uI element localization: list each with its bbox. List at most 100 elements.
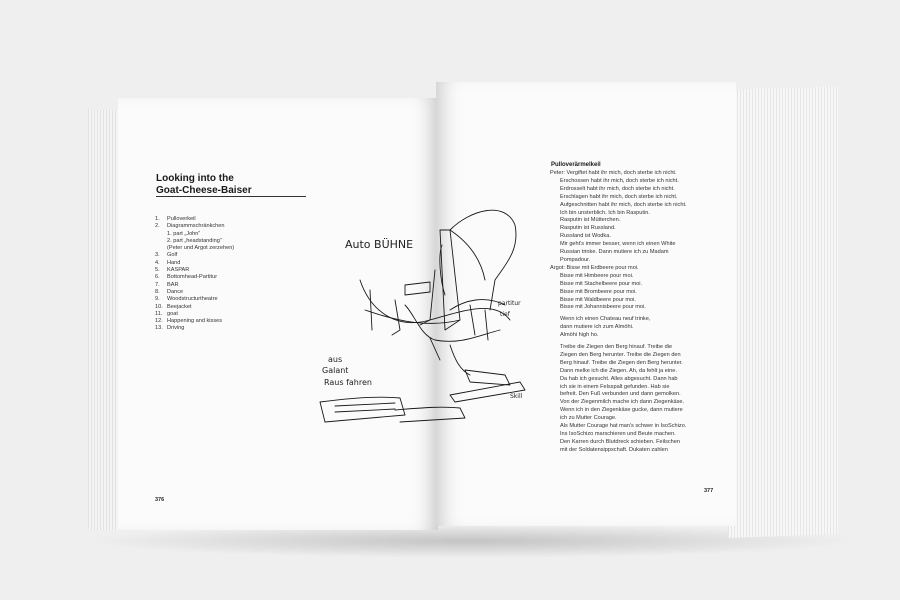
chapter-title-line2: Goat-Cheese-Baiser: [156, 185, 252, 196]
toc-item: 5. KASPAR: [155, 267, 315, 274]
text-line: Russland ist Wodka.: [560, 233, 611, 240]
toc-item-label: KASPAR: [167, 267, 190, 274]
chapter-title: Looking into the Goat-Cheese-Baiser: [156, 173, 306, 197]
pen-sketch-illustration: Auto BÜHNE aus Galant Raus fahren partit…: [319, 209, 526, 423]
toc-item-number: 5.: [155, 267, 160, 274]
toc-item-number: 3.: [155, 252, 160, 259]
toc-item-label: Hand: [167, 259, 181, 266]
text-line: Wenn ich einen Chateau neuf trinke,: [560, 316, 651, 323]
toc-item: 7. BAR: [155, 282, 315, 289]
text-line: Argot: Bisse mit Erdbeere pour moi.: [550, 264, 639, 271]
toc-item-label: Woodstructurtheatre: [167, 296, 218, 303]
sketch-label-left-3: Raus fahren: [324, 378, 372, 387]
text-line: Wenn ich in den Ziegenkäse gucke, dann m…: [560, 407, 683, 414]
toc-item-number: 10.: [155, 303, 163, 310]
toc-item-label: Pulloverkeil: [167, 216, 196, 222]
toc-item-number: 9.: [155, 296, 160, 303]
toc-item: 11. goat: [155, 311, 315, 318]
text-line: Treibe die Ziegen den Berg hinauf. Treib…: [560, 344, 673, 351]
toc-item-number: 4.: [155, 259, 160, 266]
toc-item-label: 1. part „John“: [167, 230, 201, 237]
toc-item-label: Bottomhead-Partitur: [167, 274, 218, 281]
right-page: [436, 82, 736, 526]
toc-item-label: goat: [167, 310, 178, 317]
text-line: Von der Ziegenmilch mache ich dann Ziege…: [560, 399, 685, 406]
text-line: Aufgeschnitten habt ihr mich, doch sterb…: [560, 201, 687, 208]
text-line: Den Karren durch Blutdreck schieben. Fei…: [560, 438, 681, 445]
text-line: ich zu Mutter Courage.: [560, 415, 617, 422]
toc-item-number: 7.: [155, 281, 160, 288]
toc-item-label: Driving: [167, 325, 185, 332]
toc-item-number: 8.: [155, 288, 160, 295]
text-line: Erdrosselt habt ihr mich, doch sterbe ic…: [560, 185, 675, 192]
text-line: Rasputin ist Mütterchen.: [560, 217, 621, 224]
text-line: mit der Soldatensippschaft. Dukaten zahl…: [560, 446, 668, 453]
toc-item-number: 11.: [155, 310, 163, 317]
toc-item: 6. Bottomhead-Partitur: [155, 274, 315, 281]
title-rule: [156, 196, 306, 197]
toc-item-number: 1.: [155, 216, 160, 222]
toc-item-label: Diagrammschränkchen: [167, 223, 225, 230]
text-line: Bisse mit Johannisbeere pour moi.: [560, 304, 646, 311]
body-text: Peter: Vergiftet habt ihr mich, doch ste…: [550, 170, 720, 455]
page-number-left: 376: [155, 497, 165, 503]
toc-item: 1. Pulloverkeil: [155, 216, 315, 223]
toc-item: 13. Driving: [155, 325, 315, 332]
toc-item: (Peter und Argot zerzehen): [155, 245, 315, 252]
text-line: Bisse mit Himbeere pour moi.: [560, 272, 634, 279]
text-line: Erschossen habt ihr mich, doch sterbe ic…: [560, 177, 679, 184]
sketch-label-left-2: Galant: [322, 366, 348, 375]
toc-item-label: Happening and kisses: [167, 318, 223, 325]
toc-item: 12. Happening and kisses: [155, 318, 315, 325]
page-number-right: 377: [704, 488, 714, 494]
toc-item: 9. Woodstructurtheatre: [155, 296, 315, 303]
toc-item: 10. Beejacket: [155, 304, 315, 311]
text-line: Peter: Vergiftet habt ihr mich, doch ste…: [550, 170, 677, 176]
toc-item-label: BAR: [167, 281, 179, 288]
sketch-label-right-2: tief: [500, 311, 511, 318]
toc-item-number: 6.: [155, 274, 160, 281]
section-heading: Pulloverärmelkeil: [551, 162, 601, 168]
text-line: dann mutiere ich zum Almöhi.: [560, 324, 634, 331]
toc-item: 8. Dance: [155, 289, 315, 296]
sketch-label-right-1: partitur: [498, 300, 521, 307]
text-line: Erschlagen habt ihr mich, doch sterbe ic…: [560, 193, 678, 200]
text-line: Russian trinke. Dann mutiere ich zu Mada…: [560, 249, 669, 256]
text-line: Almöhi high ho.: [560, 332, 599, 339]
text-line: befreit. Den Fuß verbunden und dann gemo…: [560, 391, 681, 398]
text-line: Bisse mit Brombeere pour moi.: [560, 288, 637, 295]
sketch-label-left-1: aus: [328, 355, 342, 364]
text-line: Da hab ich gesucht. Alles abgesucht. Dan…: [560, 375, 678, 382]
text-line: Pompadour.: [560, 256, 591, 263]
text-line: Ins IsoSchizo marschieren und Beute mach…: [560, 431, 676, 437]
toc-item-number: 2.: [155, 223, 160, 230]
sketch-label-top: Auto BÜHNE: [345, 238, 413, 251]
text-line: Berg hinauf. Treibe die Ziegen den Berg …: [560, 359, 683, 366]
text-line: ich sie in einem Felsspalt gefunden. Hab…: [560, 383, 670, 390]
text-line: Ich bin unsterblich. Ich bin Rasputin.: [560, 209, 650, 216]
text-line: Rasputin ist Russland.: [560, 225, 616, 232]
text-line: Mir geht's immer besser, wenn ich einen …: [560, 241, 676, 248]
toc-item-label: Dance: [167, 288, 184, 295]
toc-item-label: Beejacket: [167, 303, 192, 310]
sketch-stroke: [449, 209, 517, 311]
toc-item-label: (Peter und Argot zerzehen): [167, 245, 235, 252]
toc-item-number: 12.: [155, 318, 163, 325]
toc-item-number: 13.: [155, 325, 163, 332]
text-line: Dann melke ich die Ziegen. Ah, da fehlt …: [560, 367, 677, 374]
text-line: Bisse mit Stachelbeere pour moi.: [560, 280, 643, 287]
text-line: Ziegen den Berg herunter. Treibe die Zie…: [560, 351, 681, 358]
text-line: Als Mutter Courage hat man's schwer in I…: [560, 423, 687, 430]
toc-item: 4. Hand: [155, 260, 315, 267]
toc-item: 2. part „headstanding“: [155, 238, 315, 245]
toc-item: 3. Golf: [155, 252, 315, 259]
right-page-edges: [728, 86, 838, 538]
chapter-title-line1: Looking into the: [156, 173, 234, 184]
toc-item-label: Golf: [167, 252, 178, 259]
sketch-label-bottom-right: Skill: [510, 393, 523, 400]
toc-item: 1. part „John“: [155, 231, 315, 238]
toc-item-label: 2. part „headstanding“: [167, 237, 222, 244]
text-line: Bisse mit Waldbeere pour moi.: [560, 296, 636, 303]
